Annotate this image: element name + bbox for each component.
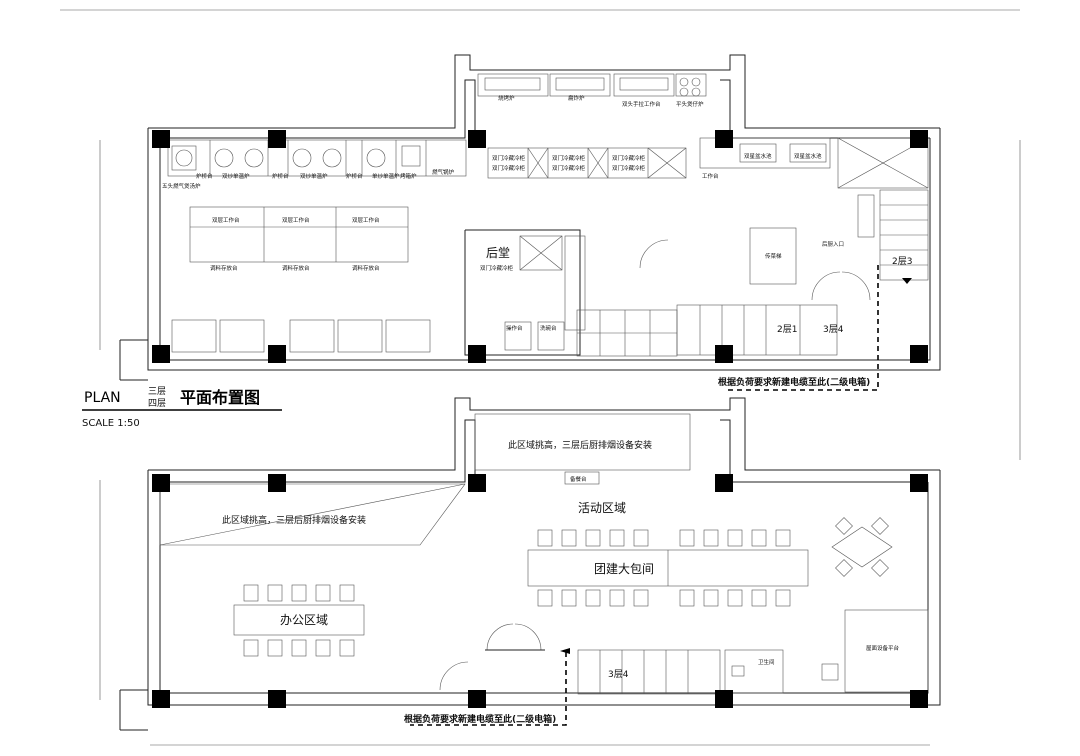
- label-sink-bench: 双头手拉工作台: [622, 100, 661, 108]
- label-counter-b: 调料存放台: [282, 264, 310, 272]
- zone-activity: 活动区域: [578, 501, 626, 515]
- label-workbench: 工作台: [702, 172, 719, 180]
- label-burner-e: 炉桥台: [346, 172, 363, 180]
- label-pass-lift: 传菜梯: [765, 252, 782, 260]
- label-burner-g: 烤箱炉: [400, 172, 417, 180]
- label-burner-f: 单炒单温炉: [372, 172, 400, 180]
- label-fridge-4: 双门冷藏冷柜: [480, 264, 514, 272]
- label-burner-b: 双炒单温炉: [222, 172, 250, 180]
- room-banquet: 团建大包间: [594, 562, 654, 576]
- stair-label-3f4: 3层4: [823, 324, 844, 335]
- zone-office: 办公区域: [280, 612, 328, 627]
- room-kitchen: 后堂: [486, 246, 510, 260]
- floor-3-label: 三层: [148, 386, 166, 397]
- stair-label-lower: 3层4: [608, 669, 629, 680]
- label-sinks-a: 双星盆水池: [744, 152, 772, 160]
- label-fridge-1b: 双门冷藏冷柜: [492, 164, 526, 172]
- hood-note-top: 此区域挑高，三层后厨排烟设备安装: [508, 439, 652, 451]
- label-bench-c: 双层工作台: [352, 216, 380, 224]
- label-fryer: 扁炸炉: [568, 94, 585, 102]
- label-griddle: 烧烤炉: [498, 94, 515, 102]
- floor-4-label: 四层: [148, 398, 166, 409]
- label-bench-a: 双层工作台: [212, 216, 240, 224]
- stair-label-2f3: 2层3: [892, 256, 912, 267]
- label-serving-counter: 备餐台: [570, 475, 587, 483]
- label-fridge-1: 双门冷藏冷柜: [492, 154, 526, 162]
- scale-label: SCALE 1:50: [82, 418, 140, 429]
- label-fridge-2: 双门冷藏冷柜: [552, 154, 586, 162]
- label-gas-stove: 五头燃气煲汤炉: [162, 182, 201, 190]
- label-roof-platform: 屋面设备平台: [866, 644, 900, 652]
- note-lower-cable: 根据负荷要求新建电缆至此(二级电箱): [404, 713, 556, 725]
- hood-note-left: 此区域挑高，三层后厨排烟设备安装: [222, 514, 366, 526]
- label-bench-b: 双层工作台: [282, 216, 310, 224]
- plan-title: 平面布置图: [180, 388, 260, 407]
- note-upper-cable: 根据负荷要求新建电缆至此(二级电箱): [718, 376, 870, 388]
- label-fridge-3: 双门冷藏冷柜: [612, 154, 646, 162]
- label-exhaust: 燃气锅炉: [432, 168, 455, 176]
- label-prep: 操作台: [506, 324, 523, 332]
- label-stove4: 平头煲仔炉: [676, 100, 704, 108]
- label-kitchen-entry: 后厨入口: [822, 240, 844, 248]
- label-fridge-2b: 双门冷藏冷柜: [552, 164, 586, 172]
- label-prep-2: 洗碗台: [540, 324, 557, 332]
- lower-floor-plan: 此区域挑高，三层后厨排烟设备安装 备餐台 此区域挑高，三层后厨排烟设备安装 活动…: [119, 397, 941, 731]
- label-counter-a: 调料存放台: [210, 264, 238, 272]
- title-block: PLAN 三层 四层 平面布置图 SCALE 1:50: [82, 386, 282, 429]
- label-burner-d: 双炒单温炉: [300, 172, 328, 180]
- upper-floor-plan: 烧烤炉 扁炸炉 双头手拉工作台 平头煲仔炉 五头燃气煲汤炉 炉桥台 双炒单温炉 …: [119, 54, 941, 391]
- label-counter-c: 调料存放台: [352, 264, 380, 272]
- plan-label: PLAN: [84, 390, 121, 406]
- label-burner-c: 炉桥台: [272, 172, 289, 180]
- label-fridge-3b: 双门冷藏冷柜: [612, 164, 646, 172]
- label-sinks-b: 双星盆水池: [794, 152, 822, 160]
- label-wc: 卫生间: [758, 658, 775, 666]
- stair-label-2f1: 2层1: [777, 324, 797, 335]
- label-burner-a: 炉桥台: [196, 172, 213, 180]
